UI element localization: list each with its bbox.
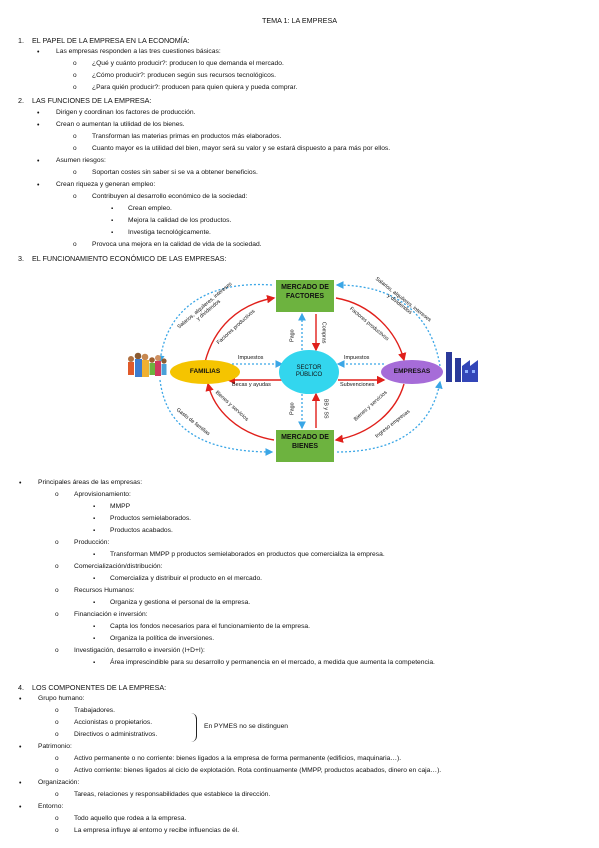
list-item: Grupo humano: [19,695,85,702]
flow-arrow [205,382,275,441]
pymes-note: En PYMES no se distinguen [204,723,289,730]
familias-label: FAMILIAS [189,368,221,375]
list-item: Transforman las materias primas en produ… [73,133,281,141]
list-item: Capta los fondos necesarios para el func… [93,623,310,631]
list-item: Organiza la política de inversiones. [93,635,214,643]
list-item: Contribuyen al desarrollo económico de l… [73,193,247,201]
flow-label: Impuestos [238,355,264,361]
flow-arrow [336,380,443,453]
factory-icon [446,352,478,382]
list-item: Comercializa y distribuir el producto en… [93,575,262,583]
flow-arrow [335,297,407,362]
flow-label: Compras [320,321,327,344]
flow-arrow [159,379,274,456]
node-mercado-bienes [276,430,334,462]
section-1-heading: 1. EL PAPEL DE LA EMPRESA EN LA ECONOMÍA… [18,36,190,45]
flow-label: BB y SS [322,398,329,419]
list-item: Tareas, relaciones y responsabilidades q… [55,791,270,799]
list-item: Activo corriente: bienes ligados al cicl… [55,767,441,775]
list-item: Crean riqueza y generan empleo: [37,181,155,188]
list-item: Crean o aumentan la utilidad de los bien… [37,121,185,128]
list-item: Financiación e inversión: [55,611,148,619]
list-item: Soportan costes sin saber si se va a obt… [73,169,258,177]
list-item: Productos semielaborados. [93,515,191,523]
list-item: Entorno: [19,803,63,810]
list-item: ¿Para quién producir?: producen para qui… [73,84,297,92]
list-item: Crean empleo. [111,205,172,213]
list-item: Aprovisionamiento: [55,491,131,499]
flow-label: Becas y ayudas [232,382,271,388]
flow-label: Impuestos [344,355,370,361]
node-empresas [381,360,443,384]
flow-arrow [156,283,273,364]
list-item: Investigación, desarrollo e inversión (I… [55,647,205,655]
list-item: ¿Cómo producir?: producen según sus recu… [73,72,276,80]
sector-publico-label: SECTOR PÚBLICO [295,365,323,379]
section-2-heading: 2. LAS FUNCIONES DE LA EMPRESA: [18,96,152,105]
flow-label: Pago [289,329,296,342]
list-item: Comercialización/distribución: [55,563,163,571]
brace [190,713,197,742]
family-icon [128,352,167,377]
flow-label: Subvenciones [340,382,375,388]
list-item: Organización: [19,779,79,786]
list-item: Las empresas responden a las tres cuesti… [37,48,221,55]
list-item: Trabajadores. [55,707,115,715]
list-item: Mejora la calidad de los productos. [111,217,231,225]
list-item: Dirigen y coordinan los factores de prod… [37,109,195,116]
list-item: Asumen riesgos: [37,157,106,164]
flow-label: Pago [289,402,296,415]
node-familias [170,360,240,384]
list-item: Área imprescindible para su desarrollo y… [93,659,435,667]
section-4-heading: 4. LOS COMPONENTES DE LA EMPRESA: [18,683,167,692]
list-item: Organiza y gestiona el personal de la em… [93,599,250,607]
list-item: Recursos Humanos: [55,587,134,595]
list-item: Cuanto mayor es la utilidad del bien, ma… [73,145,390,153]
flow-arrow [204,295,276,363]
node-sector-publico [279,350,339,394]
list-item: Transforman MMPP p productos semielabora… [93,551,385,559]
section-3-heading: 3. EL FUNCIONAMIENTO ECONÓMICO DE LAS EM… [18,254,227,263]
list-item: La empresa influye al entorno y recibe i… [55,827,239,835]
list-item: Principales áreas de las empresas: [19,479,142,486]
list-item: Patrimonio: [19,743,72,750]
list-item: Producción: [55,539,110,547]
node-mercado-factores [276,280,334,312]
list-item: Directivos o administrativos. [55,731,157,739]
mercado-factores-label: MERCADO DE FACTORES [281,284,329,301]
flow-arrow [334,383,405,443]
list-item: MMPP [93,503,130,511]
flow-arrow [335,281,441,367]
list-item: Accionistas o propietarios. [55,719,152,727]
mercado-bienes-label: MERCADO DE BIENES [281,434,329,451]
empresas-label: EMPRESAS [393,368,431,375]
list-item: Todo aquello que rodea a la empresa. [55,815,186,823]
list-item: Investiga tecnológicamente. [111,229,211,237]
list-item: Productos acabados. [93,527,173,535]
circular-flow-diagram [128,280,478,462]
list-item: Activo permanente o no corriente: bienes… [55,755,401,763]
page-title: TEMA 1: LA EMPRESA [261,16,338,25]
list-item: Provoca una mejora en la calidad de vida… [73,241,261,249]
list-item: ¿Qué y cuánto producir?: producen lo que… [73,60,284,68]
